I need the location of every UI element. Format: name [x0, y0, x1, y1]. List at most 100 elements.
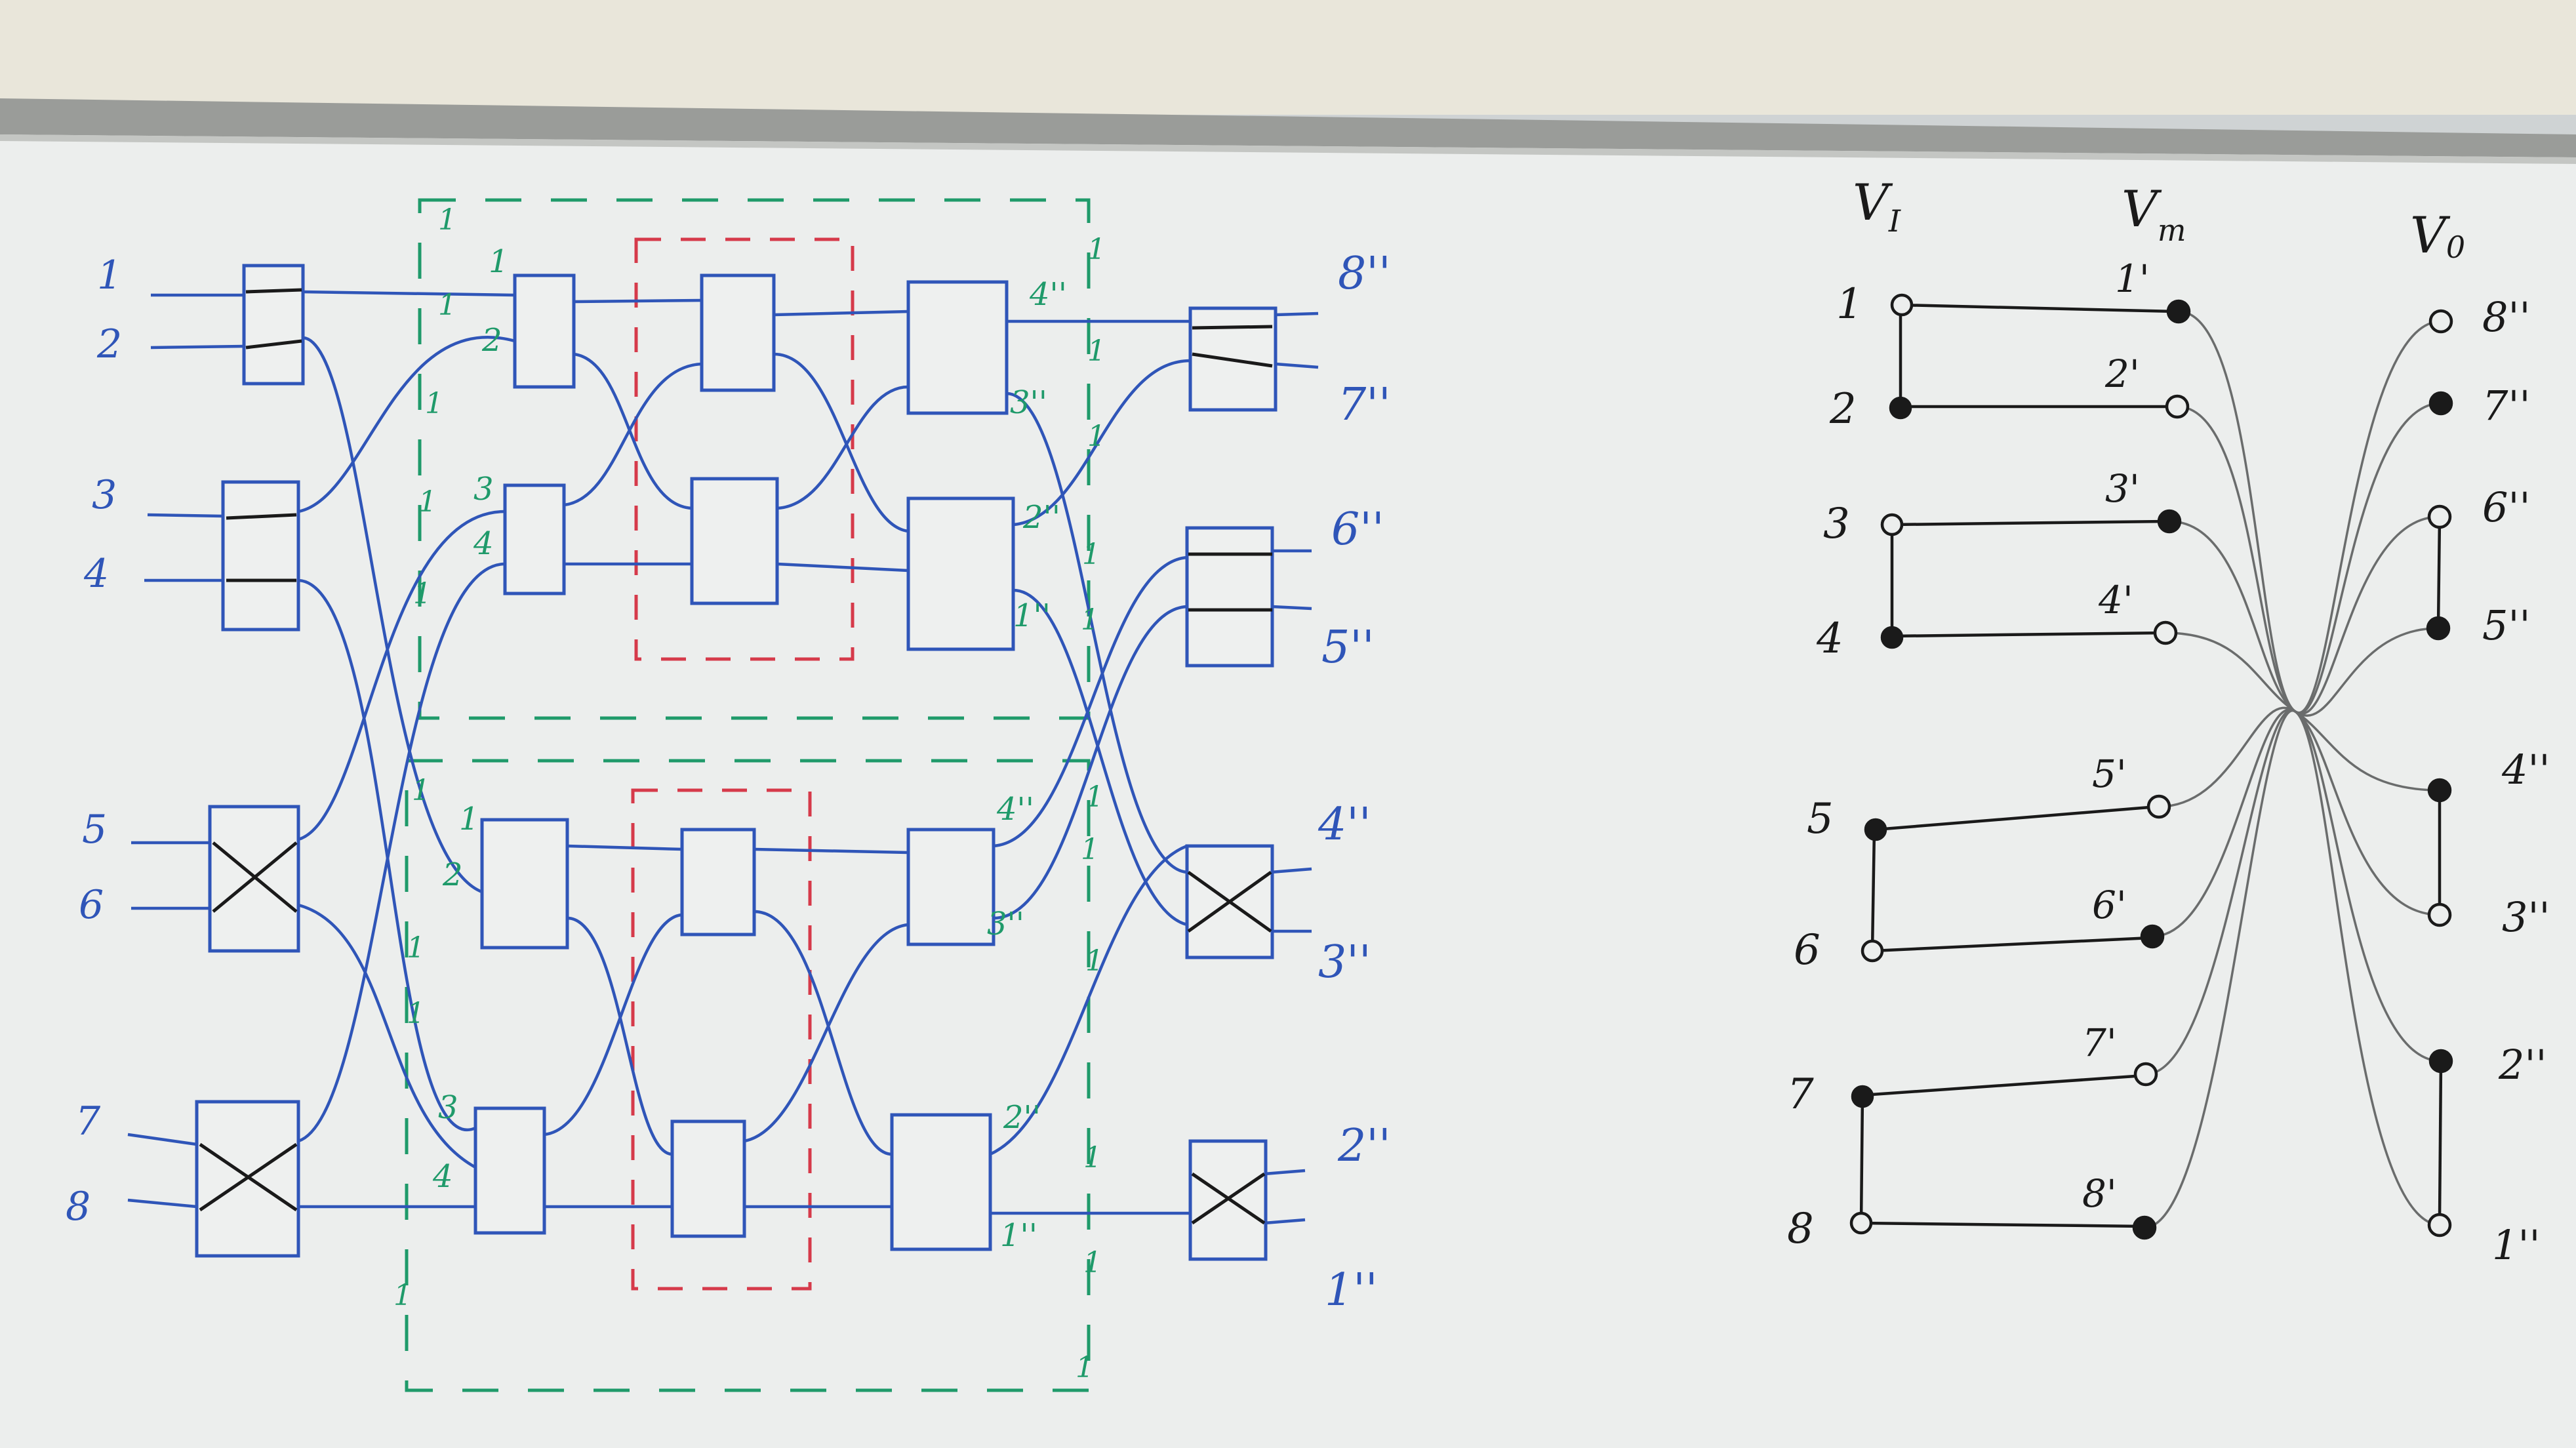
left-wires: [127, 290, 1319, 1225]
green-tick: 1: [407, 997, 425, 1030]
left-output-label-4pp: 4'': [1318, 799, 1371, 851]
stage4-box-2: [1185, 526, 1274, 668]
stage1-top-label-2: 2: [481, 322, 502, 359]
node-out-1pp: [2427, 1213, 2452, 1237]
node-out-8pp: [2428, 309, 2453, 334]
left-wire-27: [776, 385, 909, 510]
left-wire-2: [150, 344, 245, 350]
stage3-box-1: [906, 280, 1009, 415]
marker-tray-shadow: [0, 134, 2576, 164]
stage3-box-2: [906, 496, 1015, 651]
stage1-bottom-label-3: 3: [438, 1089, 458, 1126]
left-wire-37: [993, 555, 1188, 848]
right-nodes: [1849, 293, 2453, 1240]
cross-wire-8: [2144, 320, 2442, 1229]
right-black-edges: [1859, 303, 2443, 1228]
stage3-bottom-label-3pp: 3'': [987, 906, 1024, 942]
node-out-5pp: [2426, 616, 2451, 641]
black-box-marks: [199, 288, 1273, 1225]
left-wire-39: [990, 844, 1188, 1156]
node-in-2: [1889, 396, 1912, 420]
stage3-box-3: [906, 828, 996, 946]
stage1-top-label-4: 4: [473, 525, 494, 562]
green-tick: 1: [1085, 780, 1104, 814]
right-input-label-4: 4: [1816, 614, 1843, 663]
right-mid-label-7p: 7': [2082, 1020, 2117, 1065]
green-tick: 1: [1076, 1351, 1094, 1384]
stage1-bottom-label-2: 2: [442, 856, 463, 893]
green-tick: 1: [418, 485, 437, 519]
left-wire-36: [1013, 588, 1188, 927]
green-tick: 1: [438, 203, 456, 237]
stage2-box-4: [670, 1119, 746, 1238]
left-wire-18: [573, 352, 693, 510]
right-output-label-7pp: 7'': [2482, 382, 2531, 430]
left-input-label-8: 8: [66, 1184, 91, 1230]
node-mid-5: [2146, 794, 2171, 819]
left-wire-28: [776, 562, 909, 573]
green-tick: 1: [438, 289, 456, 322]
right-mid-label-1p: 1': [2115, 256, 2150, 301]
stage1-bottom-label-1: 1: [459, 801, 479, 837]
node-out-7pp: [2428, 391, 2453, 416]
wall: [0, 0, 2576, 115]
left-wire-47: [1264, 1169, 1306, 1176]
left-wire-42: [1275, 362, 1319, 369]
left-output-label-8pp: 8'': [1338, 248, 1391, 300]
node-mid-3: [2157, 509, 2182, 534]
left-wire-8: [127, 1198, 197, 1209]
left-wire-7: [127, 1133, 197, 1146]
left-input-label-7: 7: [75, 1098, 101, 1144]
stage3-top-label-4pp: 4'': [1029, 276, 1067, 313]
right-input-label-1: 1: [1836, 280, 1863, 329]
header-vo-sub: 0: [2446, 230, 2465, 265]
stage3-top-label-2pp: 2'': [1022, 499, 1060, 536]
red-dashed-groups: [631, 237, 855, 1291]
green-tick: 1: [1087, 233, 1106, 266]
right-output-label-5pp: 5'': [2482, 601, 2531, 649]
node-out-4pp: [2427, 778, 2452, 803]
header-vm: Vm: [2122, 180, 2186, 248]
left-wire-23: [544, 913, 683, 1136]
stage1-box-1: [513, 273, 576, 389]
left-wire-30: [754, 910, 893, 1156]
green-tick: 1: [393, 1279, 412, 1312]
header-vo-letter: V: [2410, 206, 2451, 264]
left-wire-44: [1272, 605, 1312, 611]
right-output-label-4pp: 4'': [2501, 746, 2550, 794]
node-in-3: [1880, 513, 1904, 536]
node-mid-4: [2153, 620, 2178, 645]
right-graph-diagram: VI Vm V0: [1787, 173, 2550, 1269]
node-out-3pp: [2427, 902, 2452, 927]
node-mid-6: [2140, 924, 2165, 949]
stage3-top-label-3pp: 3'': [1010, 384, 1047, 421]
left-wire-21: [567, 844, 683, 851]
right-input-label-3: 3: [1823, 500, 1850, 548]
green-tick: 1: [1082, 538, 1100, 571]
left-wire-29: [754, 847, 909, 855]
left-wire-13: [298, 510, 506, 841]
stage1-box-2: [503, 483, 566, 595]
node-mid-7: [2133, 1062, 2158, 1087]
node-in-5: [1864, 818, 1887, 841]
stage0-box-1: [242, 264, 305, 386]
green-tick: 1: [413, 577, 432, 611]
right-output-label-2pp: 2'': [2498, 1041, 2547, 1089]
left-input-label-2: 2: [96, 321, 122, 367]
header-vm-sub: m: [2158, 212, 2186, 248]
green-tick: 1: [1081, 603, 1099, 637]
green-tick: 1: [1087, 334, 1106, 368]
left-wire-3: [147, 513, 224, 518]
right-output-label-1pp: 1'': [2492, 1221, 2541, 1269]
left-wire-10: [302, 336, 483, 894]
left-wire-31: [744, 923, 909, 1143]
right-input-label-6: 6: [1794, 926, 1821, 975]
stage3-bottom-label-4pp: 4'': [996, 791, 1034, 828]
node-in-4: [1880, 626, 1904, 649]
right-input-label-5: 5: [1807, 795, 1834, 843]
left-wire-11: [298, 335, 515, 513]
node-in-8: [1849, 1211, 1873, 1235]
left-wire-25: [773, 310, 909, 317]
left-output-label-3pp: 3'': [1318, 936, 1371, 988]
stage2-box-3: [680, 828, 756, 936]
